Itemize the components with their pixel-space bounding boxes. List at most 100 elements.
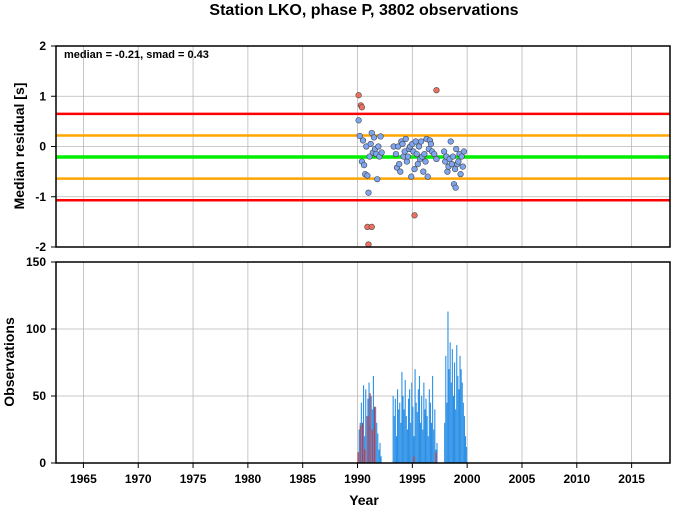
residual-point (404, 153, 412, 160)
observation-bar (449, 342, 451, 463)
observation-bar (406, 429, 408, 463)
observation-bar (370, 396, 372, 463)
observation-bar (411, 382, 413, 463)
residual-point (452, 166, 459, 173)
residual-y-axis-label: Median residual [s] (11, 83, 27, 210)
observation-outlier-bar (367, 416, 369, 463)
residual-point (397, 168, 404, 175)
observation-outlier-bar (413, 456, 415, 463)
residual-point (377, 133, 384, 140)
observation-bar (366, 416, 368, 463)
chart-title: Station LKO, phase P, 3802 observations (209, 2, 518, 19)
observation-bar (434, 409, 436, 463)
residual-point (414, 160, 421, 168)
observations-y-tick-label: 100 (26, 322, 46, 336)
residual-point (415, 143, 423, 150)
residual-point (447, 138, 454, 145)
residual-point (444, 168, 451, 175)
observation-bar (445, 355, 447, 463)
observation-bar (452, 396, 455, 463)
residual-point (370, 134, 378, 141)
residual-y-tick-label: 1 (39, 89, 46, 103)
observation-bar (414, 369, 416, 463)
residual-y-tick-label: -2 (35, 240, 46, 254)
observation-bar (404, 379, 406, 463)
observation-bar (402, 396, 404, 463)
observations-y-tick-label: 50 (33, 389, 47, 403)
observation-bar (405, 416, 407, 463)
residual-point (420, 168, 427, 175)
observation-bar (444, 422, 446, 463)
observation-bar (401, 371, 403, 463)
observation-bar (466, 446, 468, 463)
residual-y-axis: 210-1-2 (35, 39, 56, 254)
observations-frame (55, 261, 671, 464)
observation-bar (416, 412, 418, 463)
observation-outlier-bar (364, 449, 366, 463)
observation-bar (461, 382, 463, 463)
residual-point (375, 143, 382, 150)
x-tick-label: 1975 (180, 472, 207, 486)
x-tick-label: 2015 (618, 472, 645, 486)
observation-bar (456, 345, 458, 463)
residual-point (422, 158, 429, 165)
observation-bar (372, 375, 374, 463)
observation-bar (424, 409, 426, 463)
residual-outlier-point (411, 212, 418, 219)
x-tick-label: 1980 (235, 472, 262, 486)
residual-point (355, 117, 362, 124)
residual-point (457, 171, 464, 178)
observation-outlier-bar (373, 406, 376, 463)
observation-bar (458, 389, 460, 463)
observation-bar (422, 429, 424, 463)
observation-bar (360, 402, 362, 463)
observation-bar (421, 396, 423, 463)
x-tick-label: 1970 (125, 472, 152, 486)
observation-bar (454, 362, 456, 463)
observation-outlier-bar (435, 452, 437, 463)
observation-bar (393, 416, 395, 463)
observation-outlier-bar (357, 452, 359, 463)
residual-y-tick-label: 0 (39, 140, 46, 154)
observation-bar (365, 389, 367, 463)
residual-point (427, 140, 435, 148)
residual-point (378, 149, 385, 156)
residual-point (403, 158, 410, 165)
observation-bar (399, 402, 401, 463)
observation-bar (451, 349, 453, 463)
residual-y-tick-label: 2 (39, 39, 46, 53)
residual-panel: 210-1-2 median = -0.21, smad = 0.43 Medi… (11, 39, 671, 254)
observation-outlier-bar (371, 429, 373, 463)
observation-bar (455, 409, 457, 463)
observation-bar (400, 422, 402, 463)
observation-bar (457, 375, 459, 463)
residual-point (452, 184, 459, 191)
x-tick-label: 1985 (289, 472, 316, 486)
observation-bar (448, 369, 450, 463)
residual-points (355, 87, 467, 248)
residual-outlier-point (358, 104, 366, 111)
residual-point (366, 153, 373, 160)
residual-point (411, 166, 418, 173)
residual-point (396, 160, 403, 168)
observation-bar (464, 436, 467, 463)
observation-bar (415, 402, 417, 463)
residual-point (374, 176, 381, 183)
residual-point (359, 137, 367, 144)
residual-point (433, 155, 440, 163)
observation-bar (430, 422, 433, 463)
observation-bar (433, 429, 435, 463)
observation-bar (413, 436, 415, 463)
residual-point (360, 161, 368, 169)
observation-bar (420, 422, 422, 463)
x-tick-label: 2005 (509, 472, 536, 486)
observation-outlier-bar (361, 422, 364, 463)
residual-point (356, 132, 363, 140)
observations-y-axis-label: Observations (1, 317, 17, 407)
observation-bar (426, 416, 428, 463)
observation-bar (395, 436, 397, 463)
residual-point (449, 153, 457, 160)
observation-bar (425, 398, 427, 463)
residual-point (399, 140, 406, 148)
